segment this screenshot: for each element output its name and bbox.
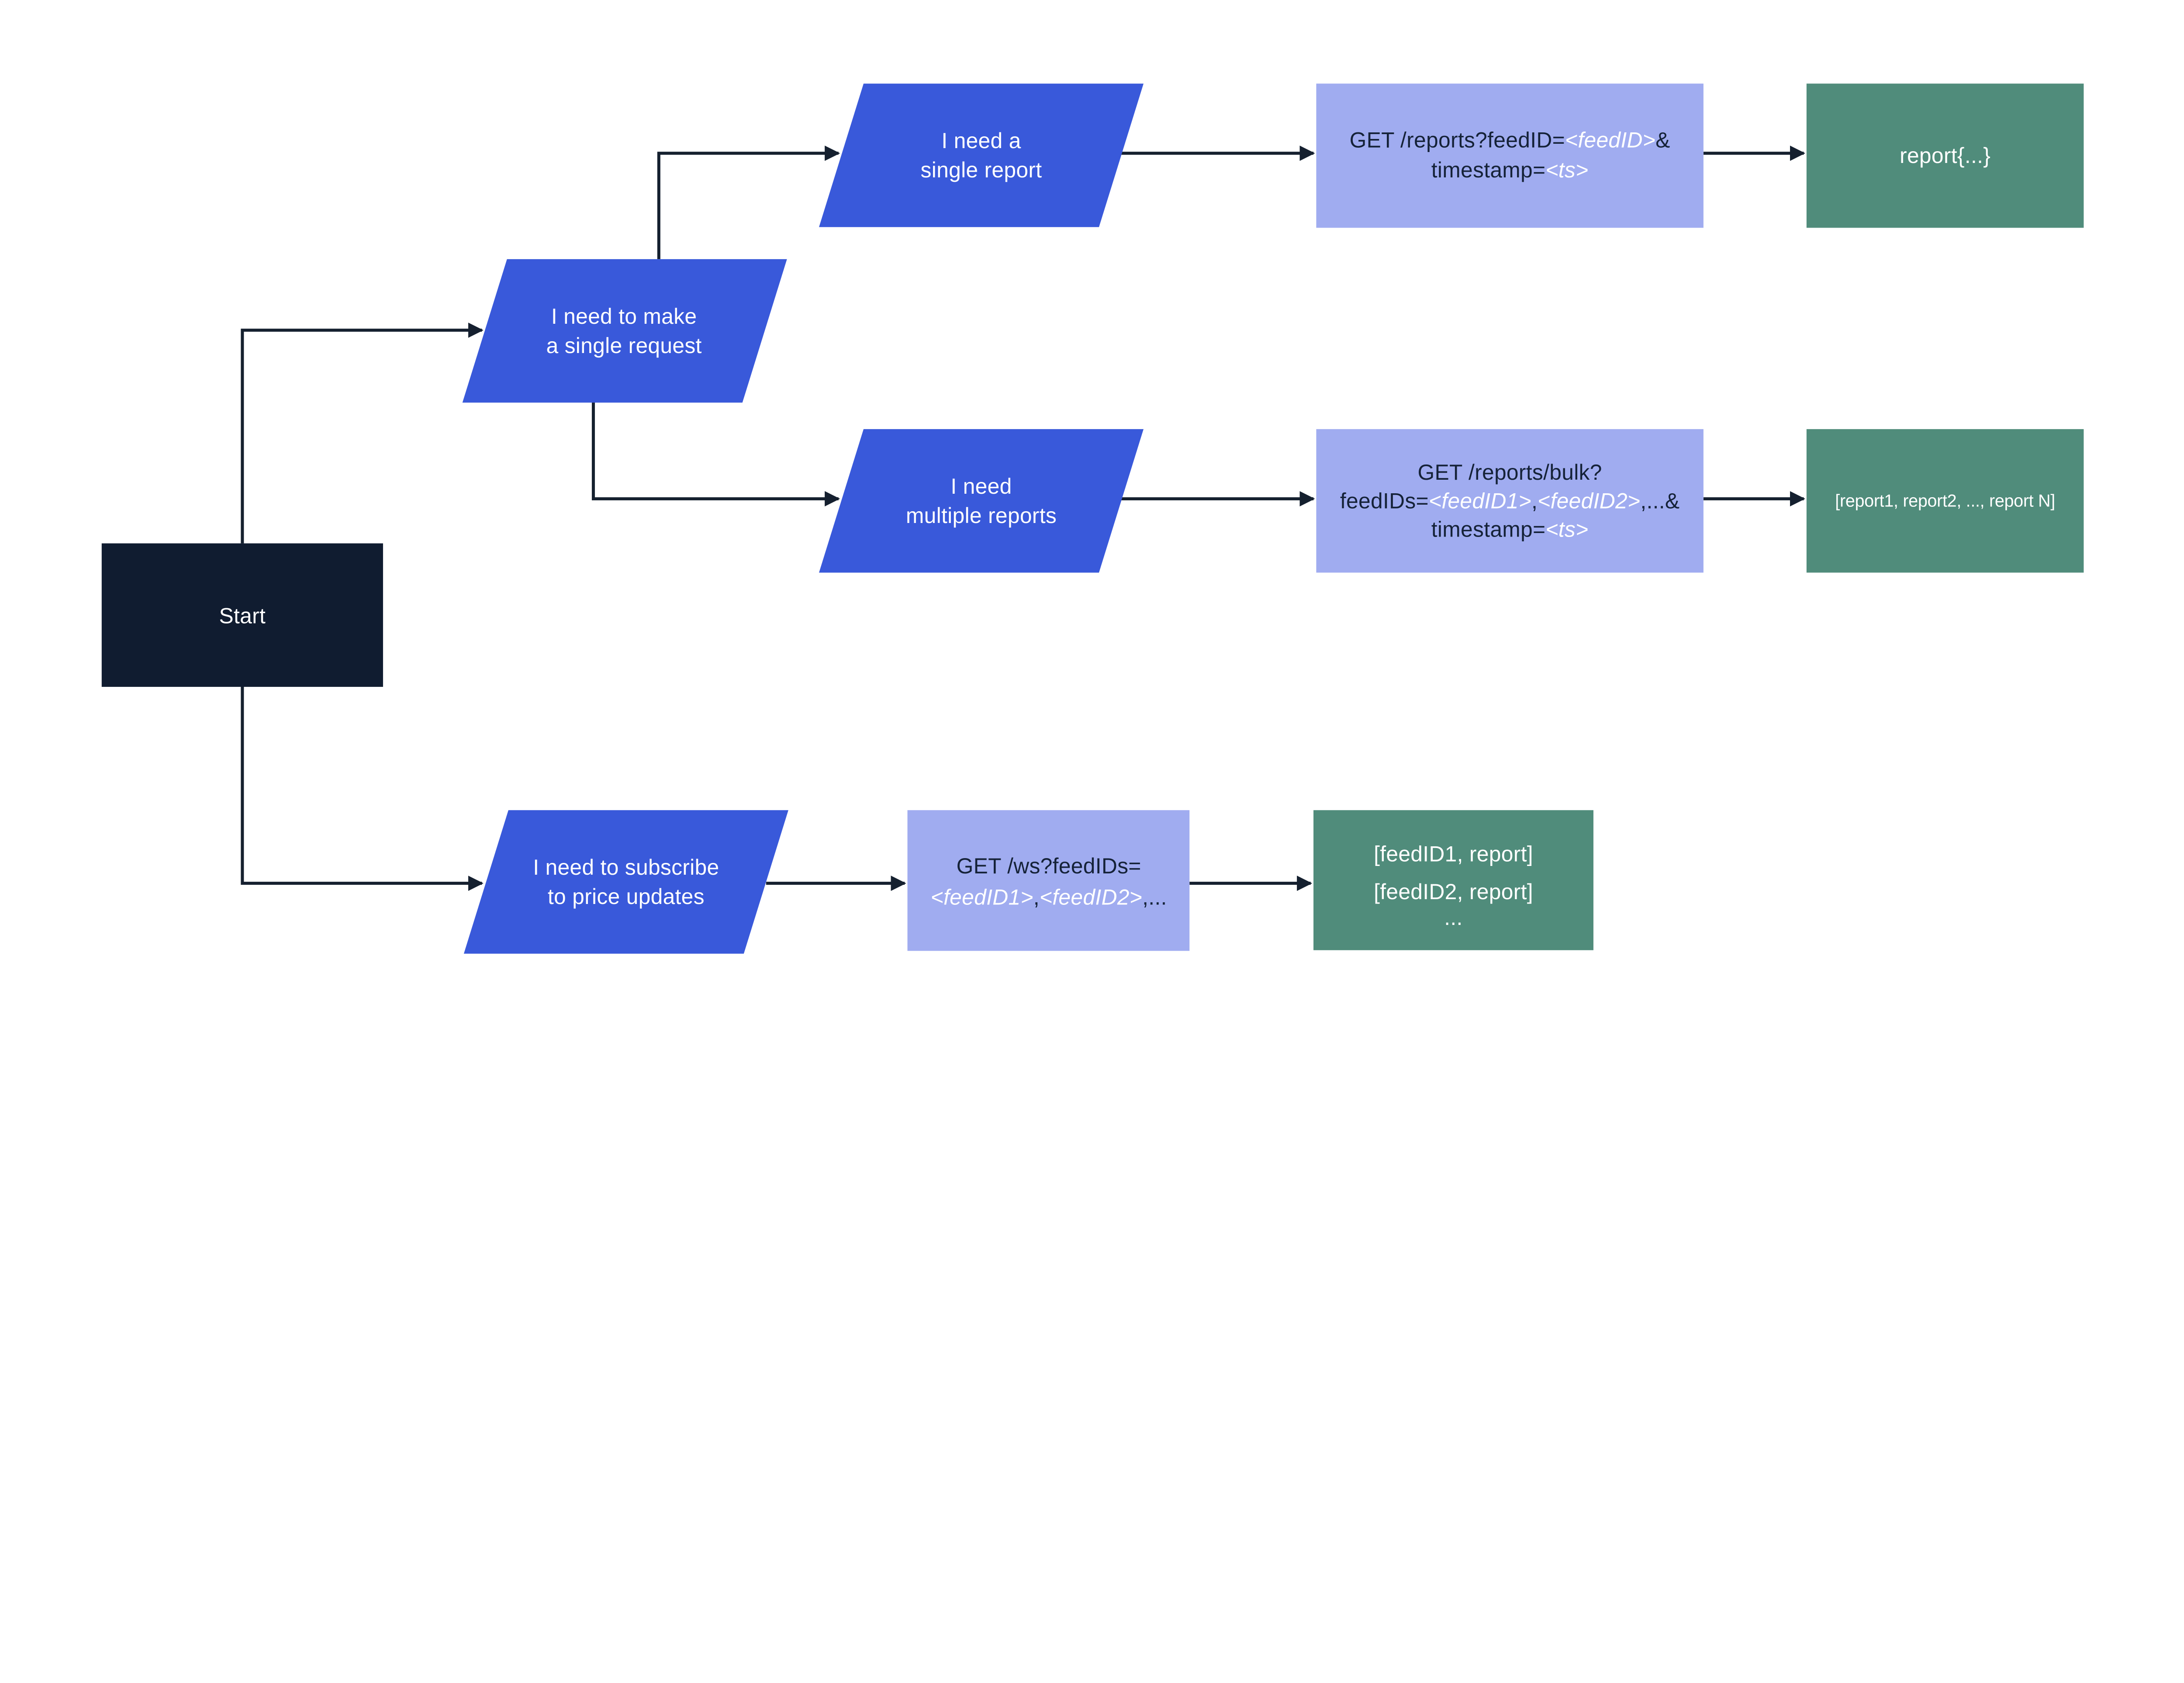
start-node-shape <box>101 543 383 687</box>
decision-subscribe-shape <box>463 810 788 954</box>
result-report-bulk-shape <box>1806 429 2084 573</box>
result-report-single-label: report{...} <box>1900 143 1990 168</box>
decision-single-report-shape <box>819 83 1144 227</box>
decision-single-report-label-line2: single report <box>921 158 1042 182</box>
flowchart-diagram: Start I need to make a single request I … <box>101 83 2084 954</box>
request-get-ws-shape <box>907 810 1190 951</box>
request-get-single-line1: GET /reports?feedID=<feedID>& <box>1350 128 1670 152</box>
request-get-single-line2: timestamp=<ts> <box>1431 158 1589 182</box>
decision-subscribe-label-line2: to price updates <box>548 884 705 909</box>
flowchart-stage: Start I need to make a single request I … <box>101 83 2084 954</box>
result-ws-stream-shape <box>1313 810 1593 950</box>
decision-single-request-shape <box>462 259 787 403</box>
request-get-bulk-line2: feedIDs=<feedID1>,<feedID2>,...& <box>1340 488 1679 513</box>
decision-single-request-label-line1: I need to make <box>551 304 697 329</box>
decision-subscribe-label-line1: I need to subscribe <box>533 855 719 880</box>
decision-single-report-label-line1: I need a <box>941 128 1021 153</box>
decision-multiple-reports-label-line2: multiple reports <box>906 503 1057 528</box>
start-node-label: Start <box>219 603 266 628</box>
result-ws-stream-line3: ... <box>1444 905 1462 930</box>
connector-single-request-to-single-report <box>657 145 840 260</box>
connector-start-to-single-request <box>241 322 484 544</box>
connector-start-to-subscribe <box>241 687 484 891</box>
decision-single-request-label-line2: a single request <box>546 333 702 358</box>
decision-multiple-reports-shape <box>819 429 1144 573</box>
request-get-ws-line1: GET /ws?feedIDs= <box>957 854 1141 878</box>
result-report-bulk-label: [report1, report2, ..., report N] <box>1835 491 2055 510</box>
connector-single-request-to-multiple-reports <box>591 402 840 507</box>
request-get-single-shape <box>1316 83 1704 228</box>
request-get-bulk-line3: timestamp=<ts> <box>1431 517 1589 542</box>
decision-multiple-reports-label-line1: I need <box>950 474 1012 499</box>
result-ws-stream-line2: [feedID2, report] <box>1374 880 1533 904</box>
result-ws-stream-line1: [feedID1, report] <box>1374 842 1533 866</box>
request-get-bulk-shape <box>1316 429 1704 573</box>
request-get-bulk-line1: GET /reports/bulk? <box>1418 460 1602 485</box>
request-get-ws-line2: <feedID1>,<feedID2>,... <box>931 885 1167 910</box>
result-report-single-shape <box>1806 83 2084 228</box>
